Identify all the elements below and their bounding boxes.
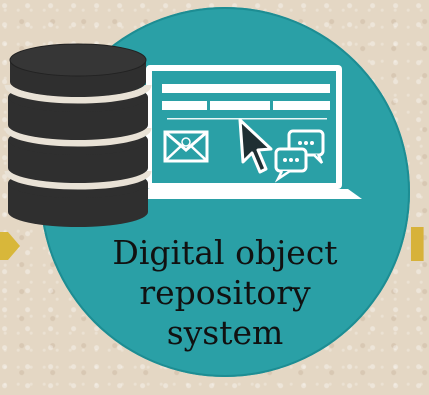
caption-line-1: Digital object	[112, 233, 338, 272]
caption-line-2: repository	[139, 273, 311, 312]
diagram-caption: Digital object repository system	[95, 233, 355, 353]
caption-line-3: system	[166, 313, 284, 352]
arrow-out-icon	[411, 227, 424, 261]
